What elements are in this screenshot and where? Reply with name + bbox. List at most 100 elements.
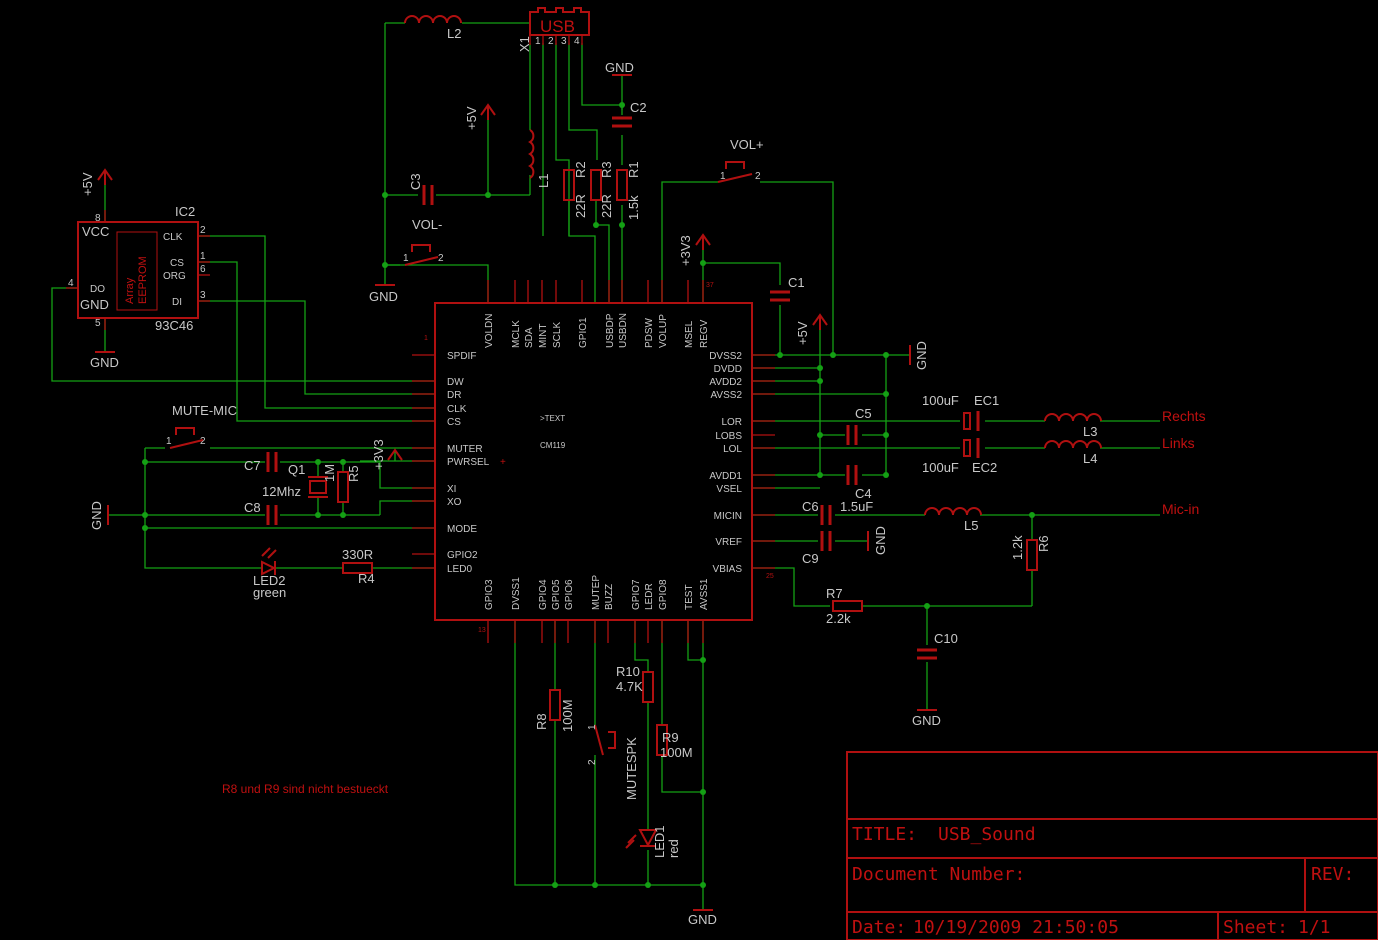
usb-pin-4: 4 <box>574 36 580 47</box>
label-l5: L5 <box>964 518 978 533</box>
usb-label: USB <box>540 17 575 36</box>
supply-labels: GND GND GND GND GND GND GND GND +5V +5V … <box>80 60 941 927</box>
title-block-text: TITLE: USB_Sound Document Number: REV: D… <box>852 824 1354 938</box>
label-c6: C6 <box>802 499 819 514</box>
label-c4: C4 <box>855 486 872 501</box>
label-volp: VOL+ <box>730 137 764 152</box>
volp-pin2: 2 <box>755 171 761 182</box>
gnd-label-eeprom: GND <box>90 355 119 370</box>
chip-pin-mode: MODE <box>447 524 477 535</box>
chip-pin-micin: MICIN <box>714 511 742 522</box>
chip-pin-gpio2: GPIO2 <box>447 550 478 561</box>
usb-pin-3: 3 <box>561 36 567 47</box>
eeprom-do: DO <box>90 284 105 295</box>
title-value: USB_Sound <box>938 824 1036 845</box>
chip-pin-cs: CS <box>447 417 461 428</box>
mutespk-pin1: 1 <box>587 724 598 730</box>
chip-pin-dr: DR <box>447 390 461 401</box>
chip-pin-led0: LED0 <box>447 564 472 575</box>
chip-pin-voldn: VOLDN <box>484 314 495 348</box>
net-micin: Mic-in <box>1162 501 1199 517</box>
chip-pin-dvdd: DVDD <box>714 364 742 375</box>
chip-pin-vbias: VBIAS <box>713 564 743 575</box>
label-c8: C8 <box>244 500 261 515</box>
title-block <box>846 751 1378 940</box>
label-l1: L1 <box>536 174 551 188</box>
label-r4-value: 330R <box>342 547 373 562</box>
eeprom-p3: 3 <box>200 290 206 301</box>
gnd-label-c2: GND <box>605 60 634 75</box>
chip-pin-1: 1 <box>424 335 428 342</box>
label-r3-value: 22R <box>599 194 614 218</box>
chip-pin-avdd1: AVDD1 <box>709 471 742 482</box>
eeprom-di: DI <box>172 297 182 308</box>
junctions <box>142 102 1035 888</box>
label-r2-value: 22R <box>573 194 588 218</box>
eeprom-name: IC2 <box>175 204 195 219</box>
label-r7-value: 2.2k <box>826 611 851 626</box>
p3v3-label-regv: +3V3 <box>678 235 693 266</box>
label-r1: R1 <box>626 161 641 178</box>
chip-pin-gpio6: GPIO6 <box>564 579 575 610</box>
chip-pin-gpio1: GPIO1 <box>578 317 589 348</box>
chip-pin-test: TEST <box>684 584 695 610</box>
gnd-label-vref: GND <box>873 526 888 555</box>
chip-pin-gpio5: GPIO5 <box>551 579 562 610</box>
chip-pin-msel: MSEL <box>684 320 695 348</box>
chip-pin-regv: REGV <box>699 319 710 348</box>
chip-pin-volup: VOLUP <box>658 314 669 348</box>
chip-pin-xo: XO <box>447 497 462 508</box>
mutespk-pin2: 2 <box>587 759 598 765</box>
chip-pin-vref: VREF <box>715 537 742 548</box>
usb-name: X1 <box>517 36 532 52</box>
sheet-value: 1/1 <box>1298 917 1331 938</box>
chip-pin-dvss2: DVSS2 <box>709 351 742 362</box>
volp-pin1: 1 <box>720 171 726 182</box>
label-c10: C10 <box>934 631 958 646</box>
chip-pin-avdd2: AVDD2 <box>709 377 742 388</box>
chip-pin-avss1: AVSS1 <box>699 578 710 610</box>
power-symbols <box>95 74 937 911</box>
eeprom-p2: 2 <box>200 225 206 236</box>
label-c5: C5 <box>855 406 872 421</box>
label-r6-value: 1.2k <box>1010 535 1025 560</box>
chip-pin-25: 25 <box>766 573 774 580</box>
label-r9-value: 100M <box>660 745 693 760</box>
eeprom-p1: 1 <box>200 251 206 262</box>
label-l2: L2 <box>447 26 461 41</box>
symbols <box>169 15 1102 849</box>
mutemic-pin2: 2 <box>200 436 206 447</box>
net-rechts: Rechts <box>1162 408 1206 424</box>
label-r10: R10 <box>616 664 640 679</box>
label-ec1: EC1 <box>974 393 999 408</box>
chip-pin-gpio4: GPIO4 <box>538 579 549 610</box>
label-c1: C1 <box>788 275 805 290</box>
gnd-label-dvss2: GND <box>914 341 929 370</box>
label-r4: R4 <box>358 571 375 586</box>
eeprom-p4: 4 <box>68 278 74 289</box>
p3v3-label-pwrsel: +3V3 <box>371 439 386 470</box>
part-labels: L2 L1 L3 L4 L5 C1 C2 C3 C4 C5 C6 1.5uF C… <box>166 26 1097 858</box>
date-value: 10/19/2009 21:50:05 <box>913 917 1119 938</box>
chip-pin-vsel: VSEL <box>716 484 742 495</box>
label-ec1-value: 100uF <box>922 393 959 408</box>
note-r8-r9: R8 und R9 sind nicht bestueckt <box>222 782 389 796</box>
chip-pin-buzz: BUZZ <box>604 584 615 610</box>
eeprom-ic2: IC2 93C46 VCC GND DO CLK CS ORG DI Array… <box>66 204 210 333</box>
label-volm: VOL- <box>412 217 442 232</box>
label-ec2-value: 100uF <box>922 460 959 475</box>
chip-pin-dw: DW <box>447 377 464 388</box>
chip-text-placeholder: >TEXT <box>540 414 565 423</box>
chip-name: CM119 <box>540 441 566 450</box>
label-led1: LED1 <box>652 825 667 858</box>
eeprom-p5: 5 <box>95 318 101 329</box>
chip-pin-gpio3: GPIO3 <box>484 579 495 610</box>
chip-pin-mutep: MUTEP <box>591 575 602 610</box>
label-led2-value: green <box>253 585 286 600</box>
volm-pin1: 1 <box>403 253 409 264</box>
sheet-label: Sheet: <box>1223 917 1288 938</box>
chip-pin-pwrsel: PWRSEL <box>447 457 490 468</box>
gnd-label-left: GND <box>89 501 104 530</box>
eeprom-gnd: GND <box>80 297 109 312</box>
